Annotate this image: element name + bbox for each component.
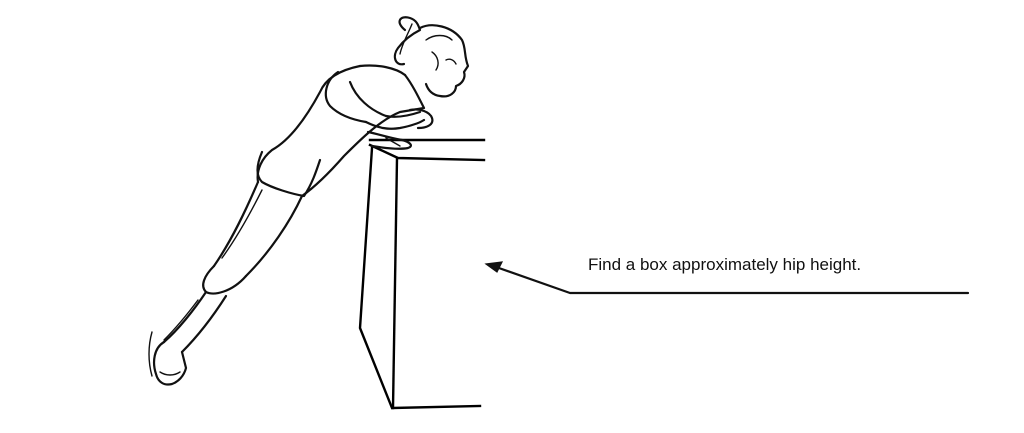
foot (153, 340, 188, 386)
thigh-back (212, 180, 260, 268)
shoulder (358, 64, 407, 77)
knee (202, 264, 248, 295)
shin-back (162, 290, 208, 344)
woman-figure (148, 16, 470, 386)
shorts (256, 150, 322, 198)
box-front-left-edge (391, 156, 399, 410)
arrow-leader-line (494, 265, 970, 295)
hand-front (408, 108, 434, 130)
box-bottom-edge (391, 404, 482, 410)
head (418, 24, 470, 98)
forearm (364, 118, 426, 130)
chest (300, 73, 426, 198)
box (358, 138, 486, 410)
arrow-head (484, 261, 504, 273)
back (256, 64, 362, 184)
shin-front (180, 294, 228, 354)
pointer-arrow (484, 261, 970, 295)
thigh-front (244, 194, 304, 278)
ponytail (393, 16, 422, 66)
box-side-edge (358, 146, 394, 410)
hand-back (366, 130, 412, 150)
annotation-text: Find a box approximately hip height. (588, 255, 862, 274)
upper-arm (324, 70, 368, 124)
